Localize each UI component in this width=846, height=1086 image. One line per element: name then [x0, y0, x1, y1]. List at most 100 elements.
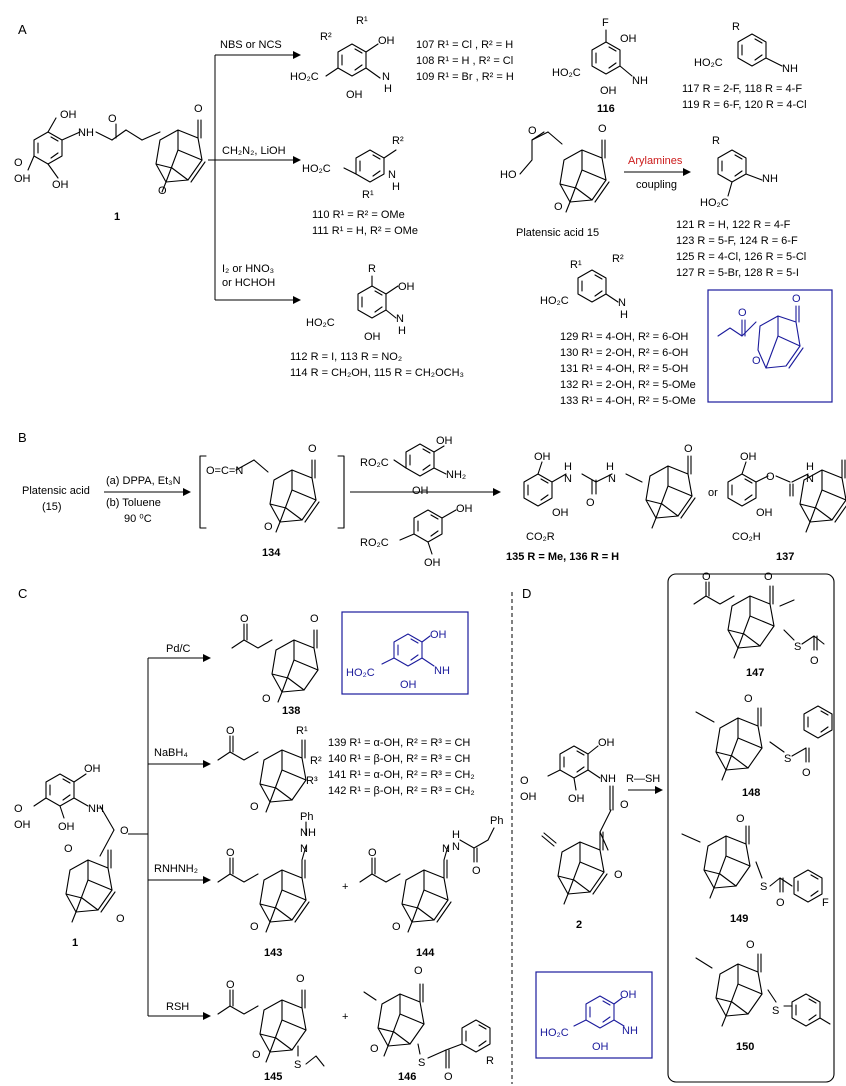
atom-h: H — [806, 461, 814, 473]
atom-o: O — [64, 843, 73, 855]
atom-o: O — [158, 185, 167, 197]
atom-co2h: CO₂H — [732, 531, 761, 543]
atom-o: O — [738, 307, 747, 319]
compound-15-label: (15) — [42, 501, 62, 513]
compound-number: 146 — [398, 1071, 416, 1083]
atom-oh: OH — [520, 791, 537, 803]
atom-ro2c: RO₂C — [360, 457, 389, 469]
atom-oh: OH — [14, 819, 31, 831]
series-142: 142 R¹ = β-OH, R² = R³ = CH₂ — [328, 785, 475, 797]
reagent-temp: 90 ⁰C — [124, 513, 152, 525]
atom-oh: OH — [436, 435, 453, 447]
compound-number: 2 — [576, 919, 582, 931]
platensic-acid-label: Platensic acid 15 — [516, 227, 599, 239]
atom-nh: NH — [622, 1025, 638, 1037]
atom-oh: OH — [456, 503, 473, 515]
atom-o: O — [414, 965, 423, 977]
atom-n: N — [442, 843, 450, 855]
atom-o: O — [226, 725, 235, 737]
atom-o: O — [240, 613, 249, 625]
atom-oh: OH — [756, 507, 773, 519]
compound-number: 144 — [416, 947, 435, 959]
atom-r: R — [712, 135, 720, 147]
atom-nh: NH — [782, 63, 798, 75]
atom-s: S — [294, 1059, 301, 1071]
compound-number: 143 — [264, 947, 282, 959]
compound-150-structure — [695, 953, 831, 1027]
atom-o: O — [684, 443, 693, 455]
reagent-nbs: NBS or NCS — [220, 39, 282, 51]
compound-138-structure — [231, 623, 319, 703]
atom-r1: R¹ — [362, 189, 374, 201]
compound-number: 1 — [114, 211, 120, 223]
atom-h: H — [384, 83, 392, 95]
highlight-box — [341, 611, 469, 695]
series-111: 111 R¹ = H, R² = OMe — [312, 225, 418, 237]
series-110: 110 R¹ = R² = OMe — [312, 209, 405, 221]
series-121: 121 R = H, 122 R = 4-F — [676, 219, 791, 231]
cage-fragment-blue — [717, 305, 804, 369]
compound-134-structure — [199, 455, 345, 532]
atom-o: O — [472, 865, 481, 877]
atom-o: O — [614, 869, 623, 881]
compound-number: 149 — [730, 913, 748, 925]
reagent-hchoh: or HCHOH — [222, 277, 275, 289]
compound-144-structure — [359, 827, 495, 932]
atom-ho2c: HO₂C — [552, 67, 581, 79]
atom-oh: OH — [14, 173, 31, 185]
atom-nh2: NH₂ — [446, 469, 466, 481]
series-107: 107 R¹ = Cl , R² = H — [416, 39, 513, 51]
atom-nh: NH — [632, 75, 648, 87]
aryl-fragment-blue — [573, 995, 625, 1029]
reagent-thiol: R—SH — [626, 773, 660, 785]
compound-149-structure — [681, 825, 823, 903]
reagent-coupling: coupling — [636, 179, 677, 191]
atom-o: O — [744, 693, 753, 705]
atom-o: O — [368, 847, 377, 859]
compound-143-structure — [217, 821, 309, 932]
atom-r1: R¹ — [296, 725, 308, 737]
atom-oh: OH — [430, 629, 447, 641]
compound-number: 138 — [282, 705, 300, 717]
atom-ho: HO — [500, 169, 517, 181]
atom-o: O — [444, 1071, 453, 1083]
atom-r2: R² — [310, 755, 322, 767]
atom-oh: OH — [52, 179, 69, 191]
atom-o: O — [620, 799, 629, 811]
atom-o: O — [14, 803, 23, 815]
atom-r: R — [732, 21, 740, 33]
reagent-i2: I₂ or HNO₃ — [222, 263, 274, 275]
plus-sign: + — [342, 1011, 348, 1023]
reagent-toluene: (b) Toluene — [106, 497, 161, 509]
atom-ho2c: HO₂C — [694, 57, 723, 69]
compound-110-structure — [343, 149, 397, 183]
atom-nh: NH — [762, 173, 778, 185]
compound-number: 148 — [742, 787, 760, 799]
series-141: 141 R¹ = α-OH, R² = R³ = CH₂ — [328, 769, 475, 781]
reagent-rsh: RSH — [166, 1001, 189, 1013]
atom-o: O — [736, 813, 745, 825]
atom-h: H — [398, 325, 406, 337]
atom-oh: OH — [552, 507, 569, 519]
atom-oh: OH — [568, 793, 585, 805]
section-label-c: C — [18, 586, 27, 601]
atom-s: S — [784, 753, 791, 765]
atom-oh: OH — [620, 989, 637, 1001]
atom-oh: OH — [424, 557, 441, 569]
series-117: 117 R = 2-F, 118 R = 4-F — [682, 83, 802, 95]
atom-o: O — [702, 571, 711, 583]
reagent-arylamines: Arylamines — [628, 155, 683, 167]
section-label-d: D — [522, 586, 531, 601]
reagent-aminophenol-structure — [393, 443, 447, 477]
atom-n: N — [618, 297, 626, 309]
atom-n: N — [564, 473, 572, 485]
platensic-acid-structure — [519, 131, 609, 212]
compound-107-structure — [325, 43, 381, 79]
compound-number: 137 — [776, 551, 794, 563]
atom-oh: OH — [598, 737, 615, 749]
series-119: 119 R = 6-F, 120 R = 4-Cl — [682, 99, 807, 111]
atom-r2: R² — [612, 253, 624, 265]
atom-oco: O=C=N — [206, 465, 243, 477]
atom-oh: OH — [84, 763, 101, 775]
highlight-box — [707, 289, 833, 403]
